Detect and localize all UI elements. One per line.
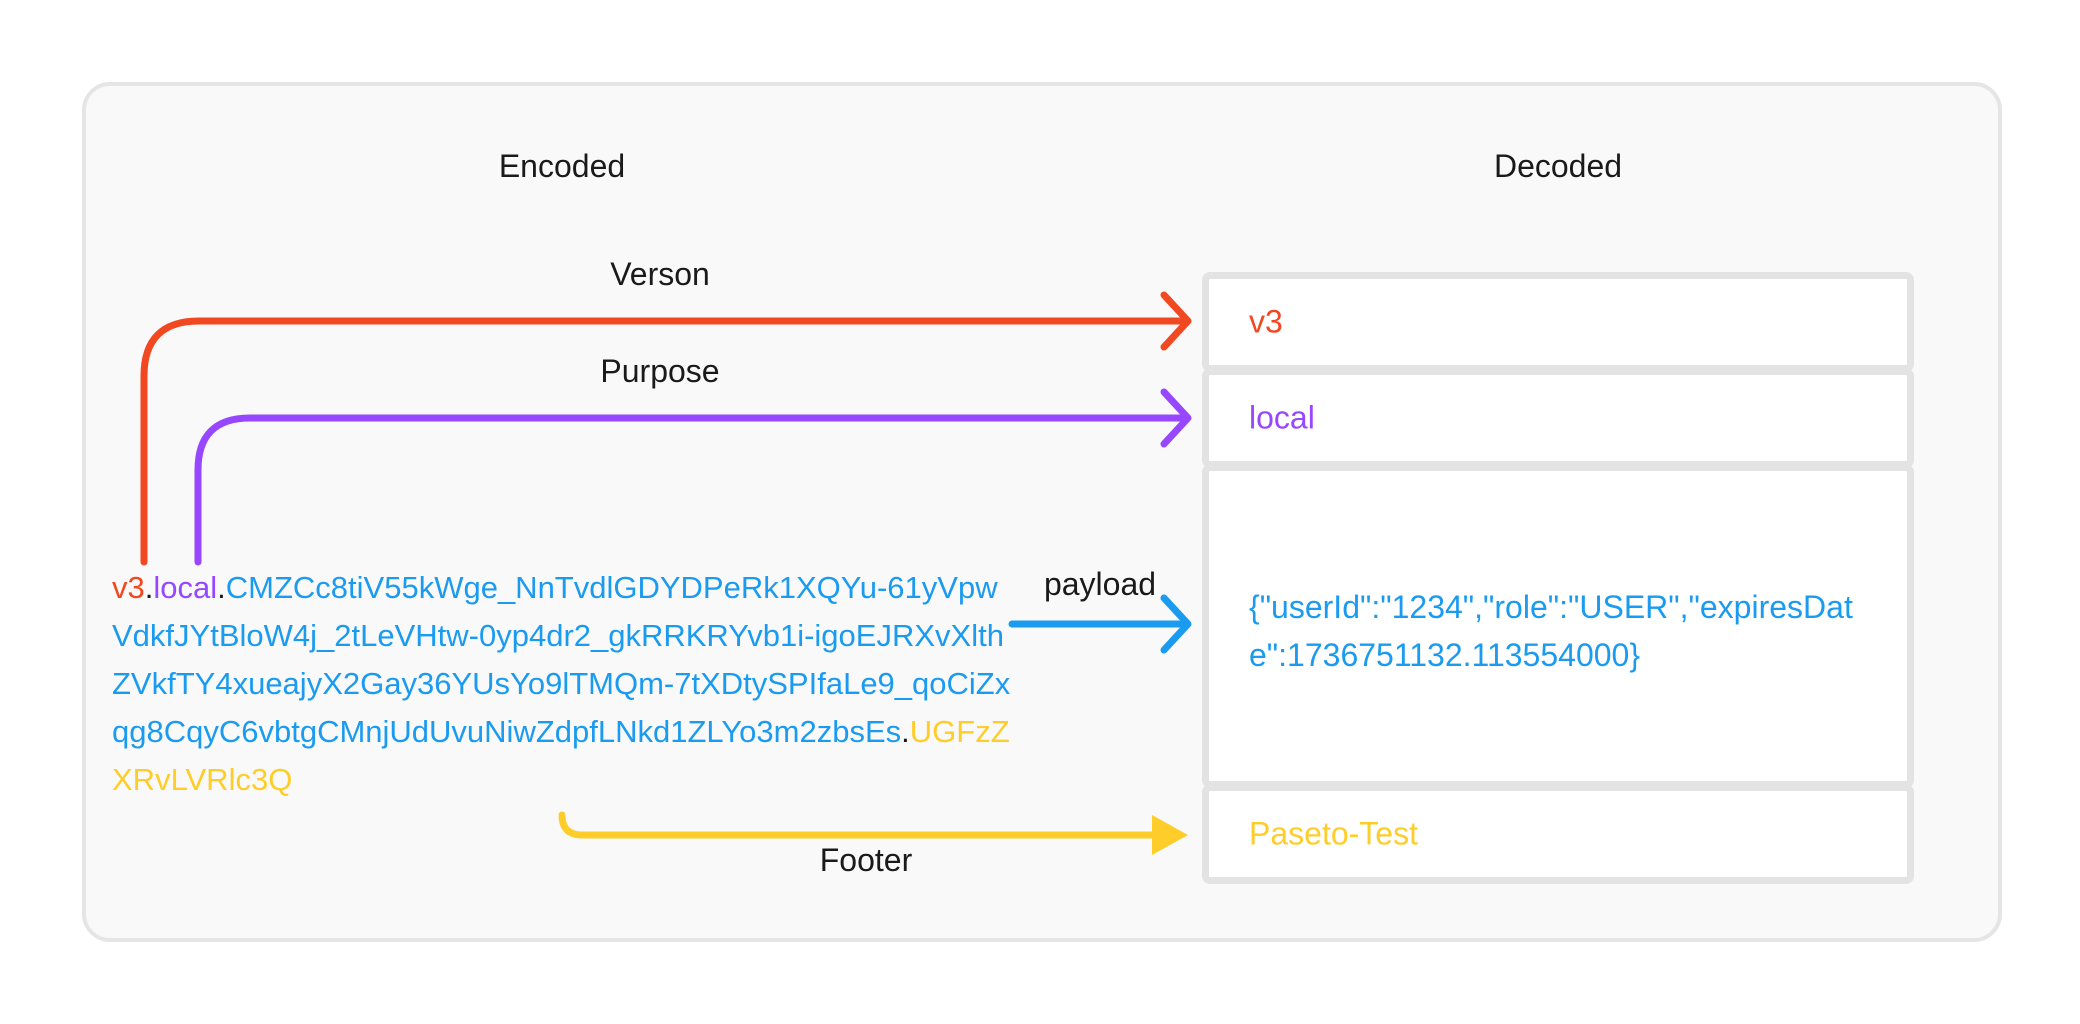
token-separator: .	[901, 714, 910, 749]
token-separator: .	[144, 570, 154, 605]
encoded-token: v3.local.CMZCc8tiV55kWge_NnTvdlGDYDPeRk1…	[112, 564, 1012, 804]
token-payload: CMZCc8tiV55kWge_NnTvdlGDYDPeRk1XQYu-61yV…	[112, 570, 1011, 749]
decoded-purpose-box: local	[1202, 368, 1914, 468]
purpose-arrow-head	[1160, 388, 1192, 448]
footer-label: Footer	[819, 842, 913, 878]
decoded-version-value: v3	[1249, 303, 1283, 340]
decoded-payload-value: {"userId":"1234","role":"USER","expiresD…	[1249, 589, 1853, 673]
version-arrow-head	[1160, 291, 1192, 351]
payload-arrow-head	[1160, 594, 1192, 654]
decoded-footer-value: Paseto-Test	[1249, 815, 1418, 852]
footer-arrow-head	[1152, 815, 1188, 855]
purpose-label: Purpose	[600, 353, 720, 389]
decoded-footer-box: Paseto-Test	[1202, 784, 1914, 884]
token-version: v3	[112, 570, 145, 605]
token-separator: .	[217, 570, 226, 605]
footer-arrow-line	[558, 811, 1164, 839]
encoded-heading: Encoded	[498, 148, 626, 184]
decoded-heading: Decoded	[1493, 148, 1623, 184]
decoded-purpose-value: local	[1249, 399, 1315, 436]
token-footer: UGFzZXRvLVRlc3Q	[112, 714, 1010, 797]
decoded-version-box: v3	[1202, 272, 1914, 372]
decoded-payload-box: {"userId":"1234","role":"USER","expiresD…	[1202, 464, 1914, 788]
version-arrow-line	[140, 317, 1190, 566]
token-purpose: local	[153, 570, 218, 605]
purpose-arrow-line	[194, 414, 1190, 566]
version-label: Verson	[610, 256, 710, 292]
payload-label: payload	[1043, 566, 1157, 602]
